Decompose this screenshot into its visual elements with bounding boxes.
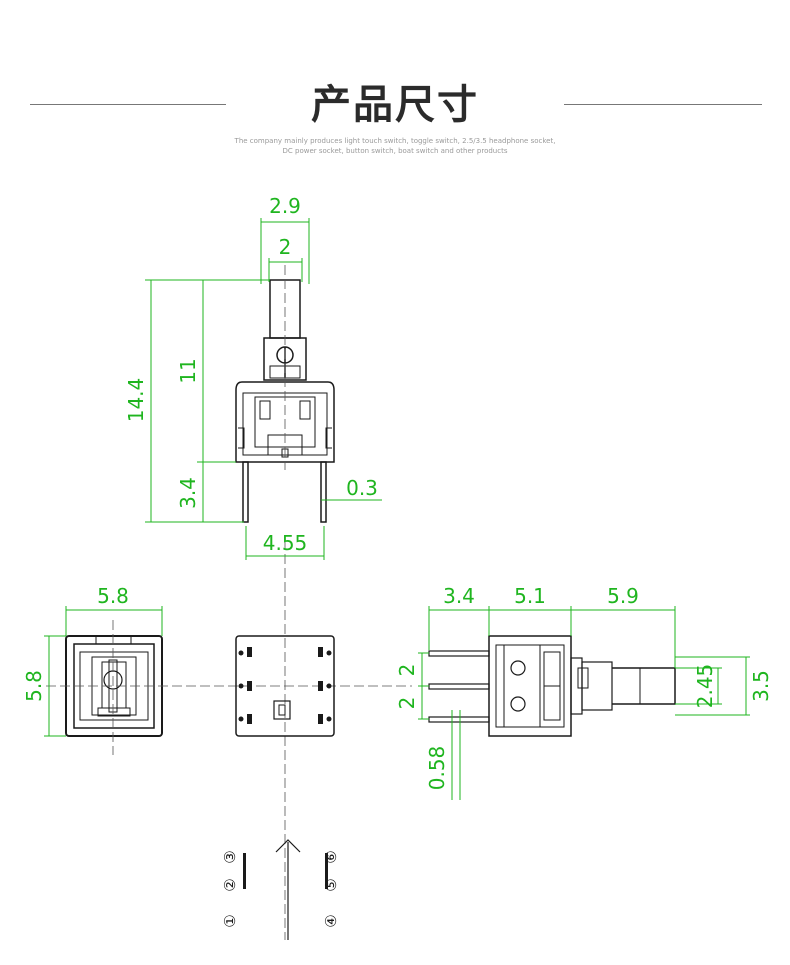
pin-layout [243,839,328,940]
title-rule-right [564,104,762,105]
dim-top-width: 5.8 [97,584,129,608]
subtitle-line-2: DC power socket, button switch, boat swi… [282,147,508,155]
dim-side-pin-len: 3.4 [443,584,475,608]
title-rule-left [30,104,226,105]
dim-cap-outer: 2.9 [269,194,301,218]
bottom-pin-marks [238,647,332,724]
side-dimensions [418,606,750,800]
front-dimensions [145,218,382,560]
front-pin-left [242,461,249,523]
dim-pin-length: 3.4 [176,477,200,509]
dim-side-pin-offset: 0.58 [425,746,449,791]
dim-side-pitch-2: 2 [395,697,419,710]
dim-pin-width: 0.3 [346,476,378,500]
dim-pin-spacing: 4.55 [263,531,308,555]
pin-label-5: ⑤ [322,878,340,891]
dim-side-body-len: 5.1 [514,584,546,608]
page-title: 产品尺寸 [311,82,479,128]
dim-top-height: 5.8 [22,670,46,702]
pin-label-4: ④ [322,914,340,927]
dim-cap-inner: 2 [279,235,292,259]
dim-side-pitch-1: 2 [395,664,419,677]
top-dimensions [44,606,163,737]
front-pin-right [320,461,327,523]
dim-side-stem-outer: 3.5 [749,670,773,702]
bottom-view [235,635,335,737]
side-view [428,635,676,737]
dim-body-height: 11 [176,358,200,383]
pin-label-1: ① [221,914,239,927]
dim-side-stem-len: 5.9 [607,584,639,608]
pin-label-6: ⑥ [322,850,340,863]
front-housing [235,381,335,463]
dim-side-stem-width: 2.45 [693,664,717,709]
pin-label-2: ② [221,878,239,891]
dim-total-height: 14.4 [124,378,148,423]
pin-label-3: ③ [221,850,239,863]
subtitle-line-1: The company mainly produces light touch … [234,137,556,145]
